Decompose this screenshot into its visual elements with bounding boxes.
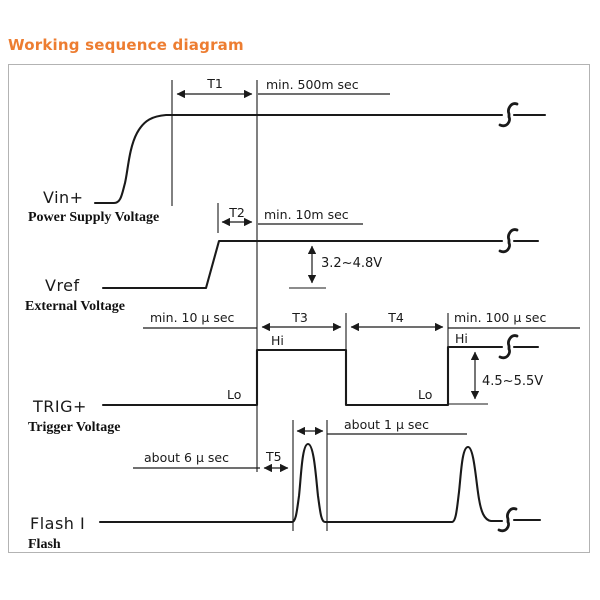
dimension-arrows [176, 89, 480, 473]
label-min-10m: min. 10m sec [264, 207, 349, 222]
diagram-frame: T1 min. 500m sec T2 min. 10m sec 3.2~4.8… [8, 64, 590, 553]
label-vref-range: 3.2~4.8V [321, 256, 382, 271]
label-trig-range: 4.5~5.5V [482, 374, 543, 389]
vref-waveform [101, 239, 540, 290]
signal-name-vin: Vin+ [43, 188, 84, 207]
label-about-1u: about 1 μ sec [344, 417, 429, 432]
trig-waveform [101, 345, 540, 407]
label-min-10u: min. 10 μ sec [150, 310, 235, 325]
label-t4: T4 [387, 310, 404, 325]
page-title: Working sequence diagram [8, 36, 244, 54]
signal-desc-flash: Flash [28, 537, 61, 552]
label-t2: T2 [228, 205, 245, 220]
label-lo-1: Lo [227, 387, 241, 402]
label-about-6u: about 6 μ sec [144, 450, 229, 465]
label-hi-2: Hi [455, 331, 468, 346]
label-lo-2: Lo [418, 387, 432, 402]
signal-name-trig: TRIG+ [32, 397, 87, 416]
leader-lines [133, 93, 580, 469]
signal-desc-trig: Trigger Voltage [28, 420, 120, 435]
label-hi-1: Hi [271, 333, 284, 348]
label-min-500m: min. 500m sec [266, 77, 359, 92]
signal-name-vref: Vref [45, 276, 80, 295]
signal-desc-vin: Power Supply Voltage [28, 210, 159, 225]
flash-waveform [98, 442, 542, 524]
timing-diagram: T1 min. 500m sec T2 min. 10m sec 3.2~4.8… [25, 76, 580, 552]
label-min-100u: min. 100 μ sec [454, 310, 546, 325]
signal-name-flash: Flash I [30, 514, 85, 533]
reference-lines [171, 80, 488, 531]
label-t3: T3 [291, 310, 308, 325]
vin-waveform [93, 113, 547, 205]
label-t1: T1 [206, 76, 223, 91]
label-t5: T5 [265, 449, 282, 464]
signal-desc-vref: External Voltage [25, 299, 125, 314]
